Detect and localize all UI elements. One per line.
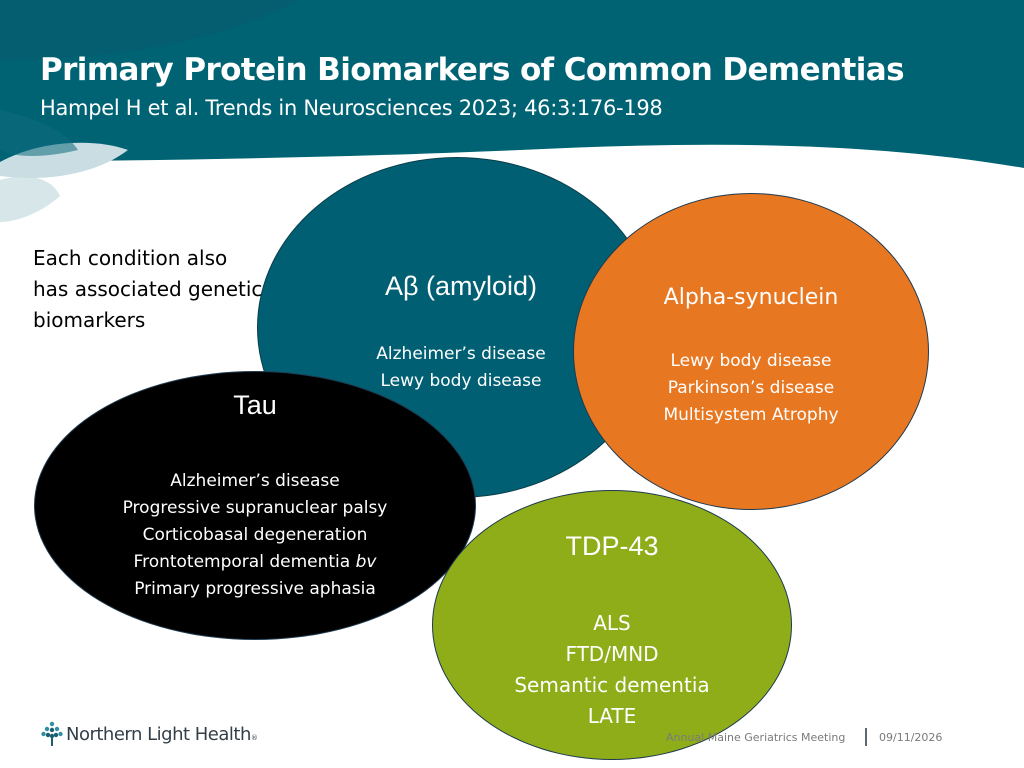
biomarker-name-amyloid: Aβ (amyloid) [384,271,538,301]
biomarker-name-alpha-synuclein: Alpha-synuclein [663,285,839,310]
bubble-alpha-synuclein: Alpha-synuclein Lewy body disease Parkin… [573,193,929,510]
condition-item: Semantic dementia [514,673,710,697]
footer-divider [865,728,867,746]
bubble-tau: Tau Alzheimer’s disease Progressive supr… [34,371,476,640]
slide-subtitle: Hampel H et al. Trends in Neurosciences … [40,96,663,120]
condition-item: Alzheimer’s disease [170,471,340,491]
condition-item: Parkinson’s disease [667,378,835,398]
biomarker-name-tdp-43: TDP-43 [565,531,659,561]
logo-mark-symbol: ® [250,734,258,742]
condition-text: Frontotemporal dementia [133,552,351,572]
pine-tree-icon [41,721,63,746]
header-wave-shade [0,0,300,60]
genetic-biomarker-note: Each condition also has associated genet… [33,246,263,332]
header-leaf-lighter [0,176,60,222]
header-wave [0,0,1024,168]
condition-item: Progressive supranuclear palsy [122,498,388,518]
slide-title: Primary Protein Biomarkers of Common Dem… [40,52,905,88]
condition-list-tdp-43: ALS FTD/MND Semantic dementia LATE [433,608,791,732]
condition-item: Lewy body disease [380,371,542,391]
footer-date: 09/11/2026 [879,731,943,744]
condition-item: Alzheimer’s disease [376,344,546,364]
condition-list-amyloid: Alzheimer’s disease Lewy body disease [262,341,660,395]
condition-item: ALS [593,611,631,635]
condition-item: FTD/MND [565,642,659,666]
header-background [0,0,1024,222]
condition-item: LATE [587,704,637,728]
header-leaf-dark [0,110,78,156]
bubble-tdp-43: TDP-43 ALS FTD/MND Semantic dementia LAT… [432,490,792,760]
footer-meeting-name: Annual Maine Geriatrics Meeting [666,731,846,744]
northern-light-logo: Northern Light Health ® [40,718,258,750]
condition-item: Frontotemporal dementia bv [35,549,475,576]
condition-suffix: bv [355,552,377,572]
condition-list-tau: Alzheimer’s disease Progressive supranuc… [35,468,475,603]
condition-item: Lewy body disease [670,351,832,371]
condition-item: Corticobasal degeneration [142,525,368,545]
condition-list-alpha-synuclein: Lewy body disease Parkinson’s disease Mu… [574,348,928,429]
biomarker-name-tau: Tau [233,390,277,420]
logo-text: Northern Light Health [66,723,251,745]
condition-item: Primary progressive aphasia [134,579,376,599]
condition-item: Multisystem Atrophy [663,405,839,425]
